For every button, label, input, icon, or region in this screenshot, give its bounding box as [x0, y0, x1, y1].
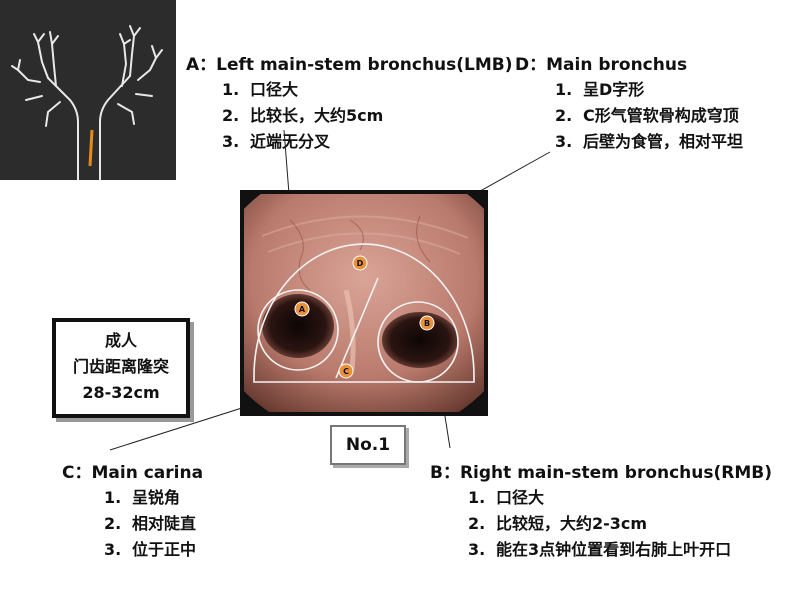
infobox-line-1: 成人 [104, 331, 137, 350]
label-c-title: C：Main carina [62, 463, 204, 483]
label-d-item-2: 2.C形气管软骨构成穹顶 [555, 106, 739, 125]
svg-text:C: C [343, 367, 349, 376]
infobox-line-3: 28-32cm [82, 383, 160, 402]
label-d-item-3: 3.后壁为食管，相对平坦 [555, 132, 744, 151]
airway-tree-thumbnail [0, 0, 176, 180]
carina-line [335, 277, 379, 379]
marker-c: C [338, 363, 354, 379]
svg-text:A: A [299, 305, 306, 314]
label-a-item-3: 3.近端无分叉 [222, 132, 331, 151]
label-d-group: D：Main bronchus 1.呈D字形 2.C形气管软骨构成穹顶 3.后壁… [515, 50, 743, 155]
label-b-title: B：Right main-stem bronchus(RMB) [430, 463, 773, 483]
left-bronchus-opening [262, 294, 334, 358]
label-a-list: 1.口径大 2.比较长，大约5cm 3.近端无分叉 [222, 77, 513, 155]
label-d-item-1: 1.呈D字形 [555, 80, 645, 99]
infobox-line-2: 门齿距离隆突 [72, 357, 169, 376]
label-a-group: A：Left main-stem bronchus(LMB) 1.口径大 2.比… [186, 50, 513, 155]
lmb-circle [257, 289, 339, 371]
svg-text:D: D [357, 259, 364, 268]
marker-a: A [294, 301, 310, 317]
label-c-list: 1.呈锐角 2.相对陡直 3.位于正中 [104, 485, 203, 563]
label-a-item-1: 1.口径大 [222, 80, 299, 99]
label-c-item-3: 3.位于正中 [104, 540, 197, 559]
marker-b: B [419, 315, 435, 331]
label-c-item-1: 1.呈锐角 [104, 488, 181, 507]
label-a-item-2: 2.比较长，大约5cm [222, 106, 384, 125]
label-a-title: A：Left main-stem bronchus(LMB) [186, 55, 513, 75]
adult-distance-box: 成人 门齿距离隆突 28-32cm [52, 318, 190, 418]
label-b-group: B：Right main-stem bronchus(RMB) 1.口径大 2.… [430, 458, 772, 563]
label-d-title: D：Main bronchus [515, 55, 688, 75]
label-c-group: C：Main carina 1.呈锐角 2.相对陡直 3.位于正中 [62, 458, 203, 563]
svg-text:B: B [424, 319, 430, 328]
marker-d: D [352, 255, 368, 271]
label-d-list: 1.呈D字形 2.C形气管软骨构成穹顶 3.后壁为食管，相对平坦 [555, 77, 743, 155]
label-b-item-3: 3.能在3点钟位置看到右肺上叶开口 [468, 540, 732, 559]
label-b-list: 1.口径大 2.比较短，大约2-3cm 3.能在3点钟位置看到右肺上叶开口 [468, 485, 772, 563]
rmb-circle [377, 301, 459, 383]
slide-number-badge: No.1 [330, 425, 406, 465]
label-b-item-1: 1.口径大 [468, 488, 545, 507]
label-c-item-2: 2.相对陡直 [104, 514, 197, 533]
trachea-d-outline [253, 243, 475, 383]
label-b-item-2: 2.比较短，大约2-3cm [468, 514, 648, 533]
right-bronchus-opening [382, 312, 458, 368]
